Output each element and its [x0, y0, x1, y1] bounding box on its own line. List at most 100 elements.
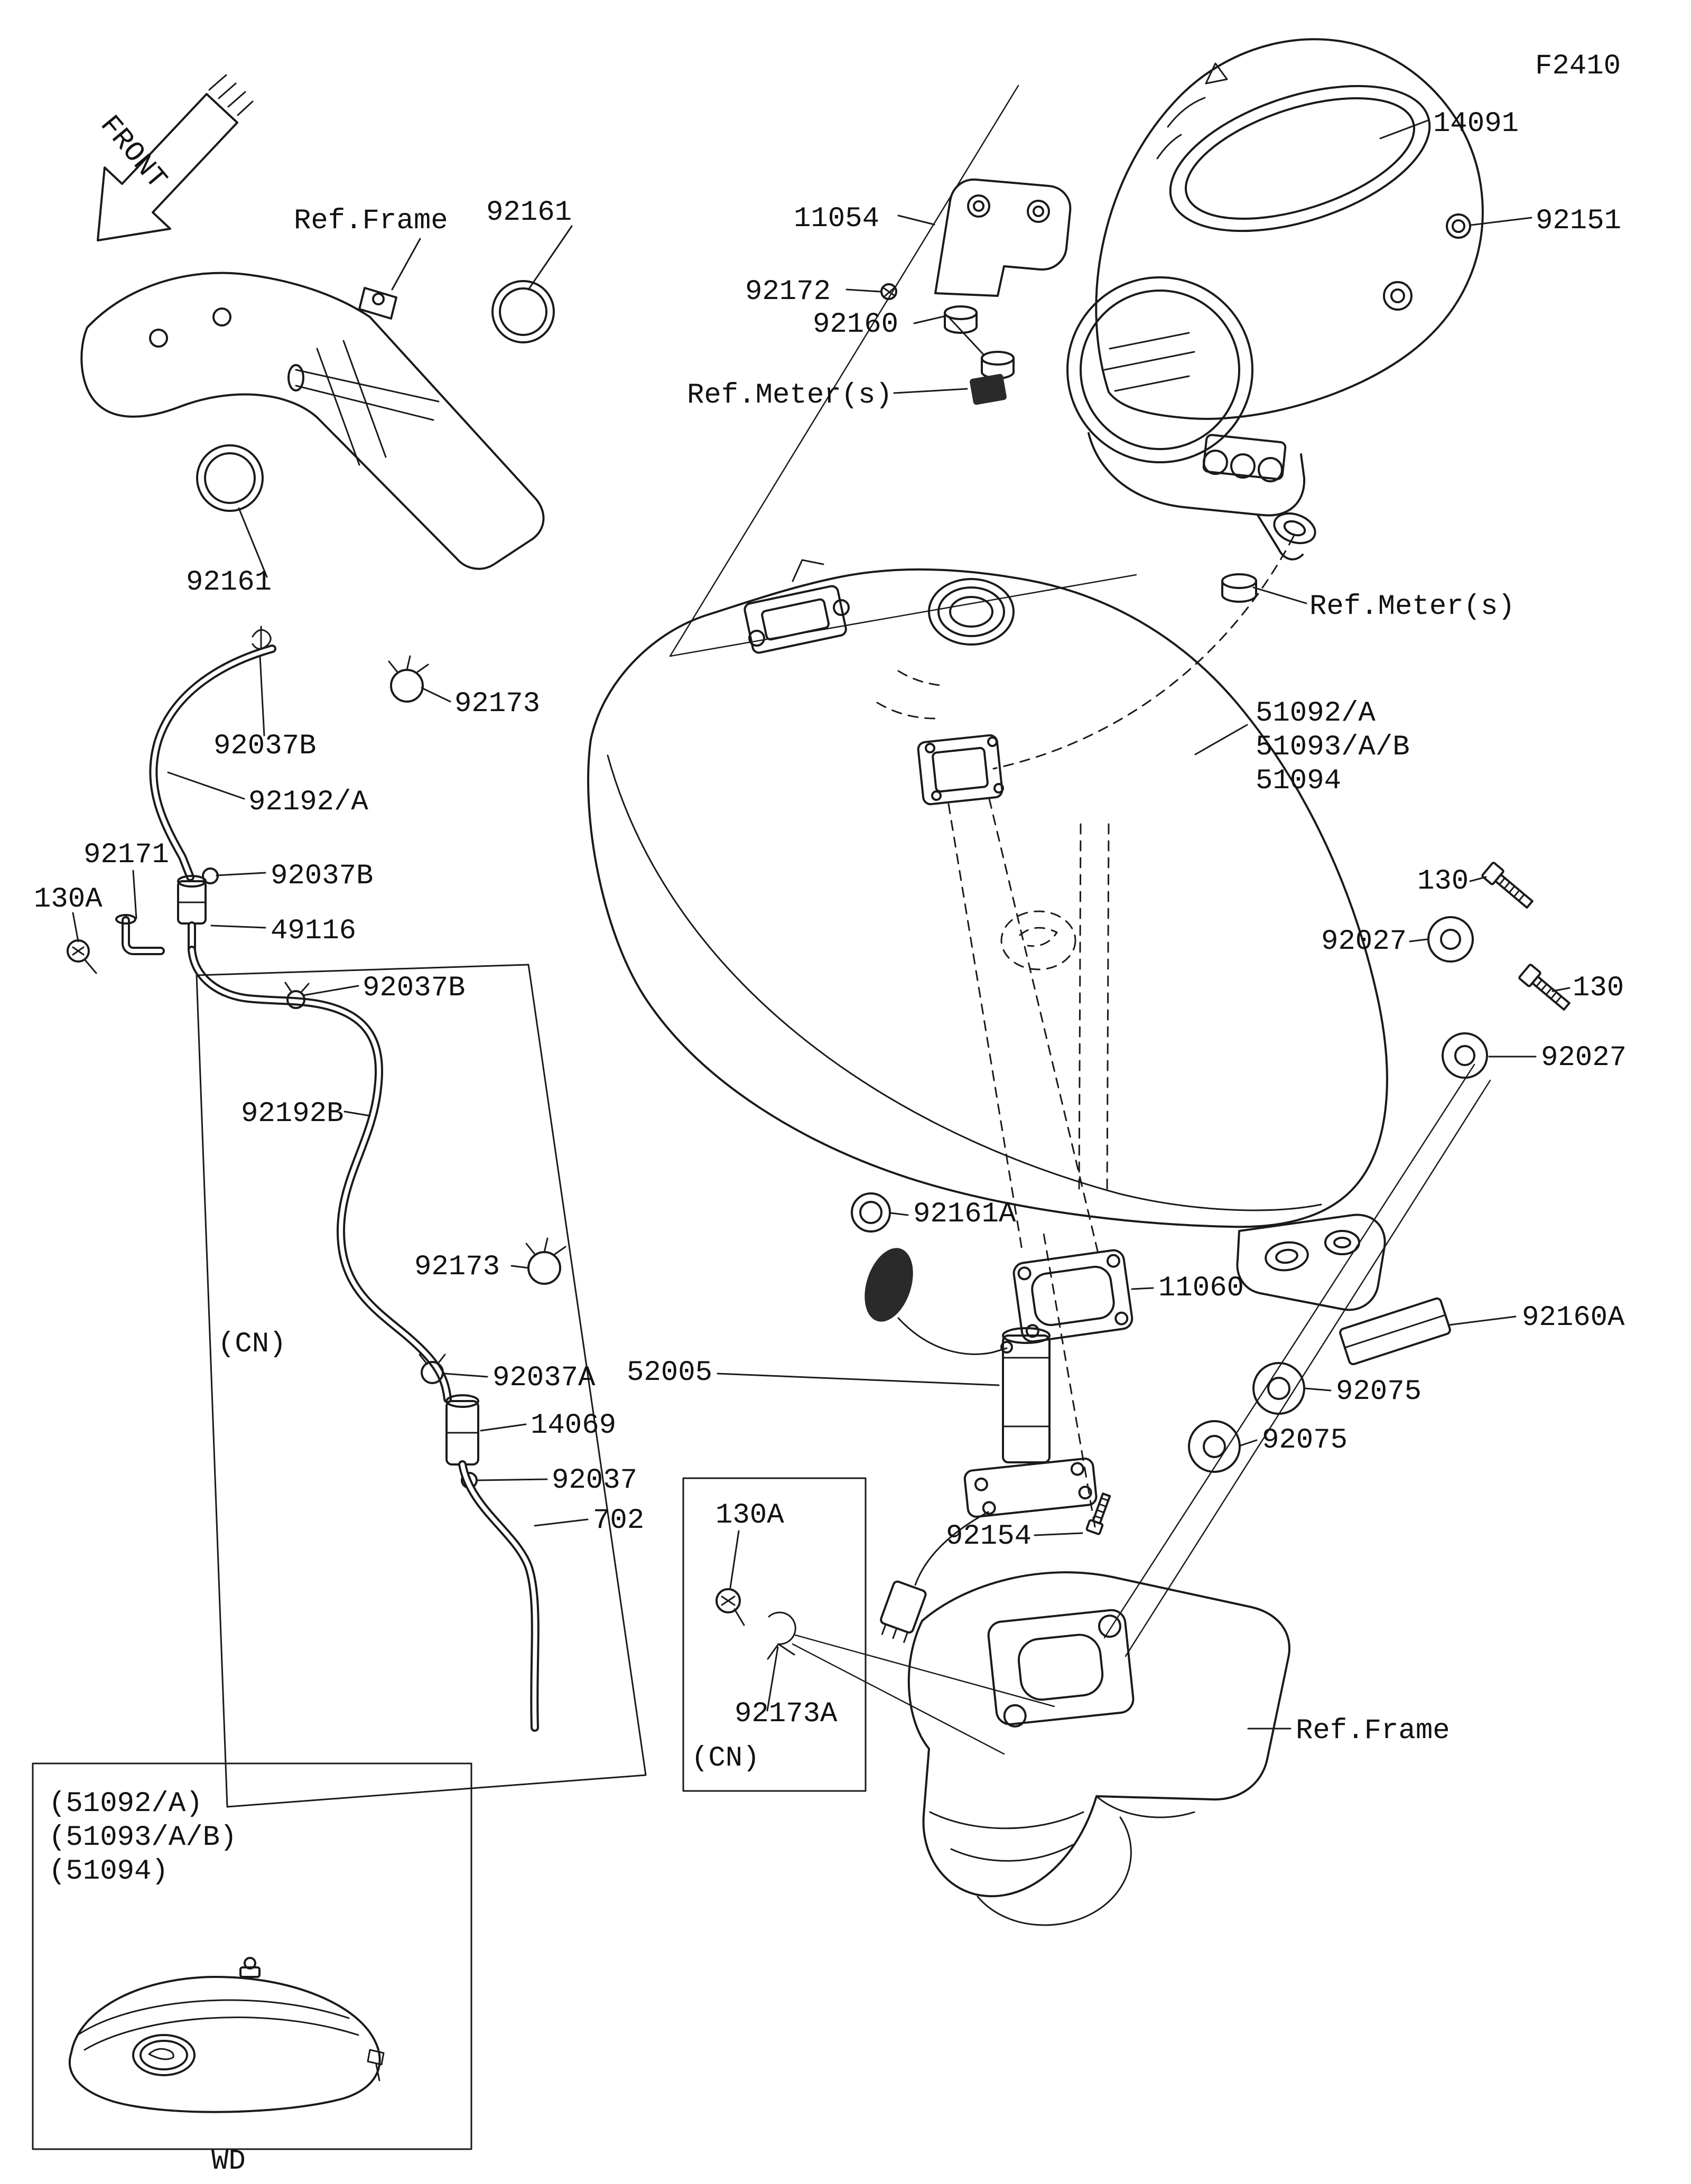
part-label-92151-1: 92151	[1536, 205, 1621, 237]
part-label-51093ab-11: 51093/A/B	[1256, 731, 1410, 763]
part-label-92154-38: 92154	[946, 1520, 1032, 1553]
grommet-ref-meter	[1221, 573, 1257, 603]
grommets-92160	[944, 305, 1015, 379]
clamp-92173A	[767, 1611, 796, 1660]
part-label-92161-8: 92161	[186, 566, 272, 599]
meter-damper-pad	[970, 374, 1007, 405]
fuel-tank	[587, 559, 1388, 1311]
part-label-92160-4: 92160	[813, 309, 898, 341]
fuel-pump-assembly	[851, 798, 1133, 1643]
clamp-92037B-mid	[202, 867, 219, 884]
part-label-92037-30: 92037	[552, 1464, 637, 1497]
part-label-52005-34: 52005	[627, 1357, 712, 1389]
leader-lines	[72, 119, 1571, 1730]
part-label-14091-0: 14091	[1433, 108, 1519, 140]
meter-assembly	[1066, 276, 1316, 561]
cn-region-box-left	[196, 964, 647, 1808]
part-label-51093ab-44: (51093/A/B)	[49, 1822, 237, 1854]
damper-92160A	[1339, 1297, 1451, 1366]
part-label-92173a-40: 92173A	[735, 1698, 838, 1730]
part-label-92161a-32: 92161A	[913, 1198, 1016, 1230]
tank-rear-bracket	[1236, 1214, 1386, 1311]
grommet-92075-lower	[1188, 1420, 1241, 1473]
page-code: F2410	[1535, 50, 1621, 82]
hose-assembly-left	[67, 626, 566, 1732]
knob-92161-bottom	[196, 444, 264, 512]
bolt-130-lower	[1518, 964, 1571, 1011]
grommet-92027-upper	[1427, 916, 1474, 963]
meter-bracket-11054	[934, 178, 1072, 297]
part-label-92160a-35: 92160A	[1522, 1302, 1625, 1334]
screw-130A-left	[67, 939, 97, 974]
screw-92172	[880, 283, 897, 300]
filter-14069	[445, 1394, 479, 1466]
part-label-refmeters-9: Ref.Meter(s)	[1309, 591, 1515, 623]
part-label-92171-16: 92171	[83, 839, 169, 871]
cn-region-box-bottom	[682, 1477, 1055, 1792]
grommet-92027-lower	[1442, 1032, 1488, 1079]
part-label-11054-2: 11054	[794, 203, 879, 235]
part-label-92172-3: 92172	[745, 276, 831, 308]
pump-connector	[880, 1580, 927, 1643]
screw-92154	[1085, 1492, 1111, 1535]
part-label-cn-41: (CN)	[691, 1742, 760, 1775]
part-label-refmeters-5: Ref.Meter(s)	[687, 379, 893, 412]
gasket-11060	[1012, 1249, 1133, 1343]
part-label-92037b-14: 92037B	[213, 730, 316, 762]
part-label-702-31: 702	[593, 1505, 644, 1537]
meter-cover-14091	[1095, 38, 1484, 420]
part-label-92161-7: 92161	[486, 197, 572, 229]
hose-92192A	[149, 645, 276, 881]
inset-tank-drawing	[68, 1957, 385, 2113]
part-label-51092a-10: 51092/A	[1256, 697, 1376, 730]
spring-clamp-92173-lower	[525, 1237, 566, 1285]
part-label-11060-33: 11060	[1158, 1272, 1244, 1304]
console-mount-plate	[917, 734, 1004, 806]
part-label-51092a-43: (51092/A)	[49, 1788, 203, 1820]
grommet-92075-upper	[1252, 1362, 1305, 1415]
bolt-130-upper	[1481, 862, 1534, 909]
part-label-51094-45: (51094)	[49, 1855, 169, 1888]
part-label-130-21: 130	[1417, 865, 1469, 898]
bolt-92151	[1446, 213, 1471, 239]
part-label-92037a-28: 92037A	[493, 1362, 596, 1394]
part-label-92037b-17: 92037B	[271, 860, 373, 892]
part-label-130-23: 130	[1573, 972, 1624, 1004]
footer-code: WD	[211, 2145, 246, 2178]
part-label-92037b-20: 92037B	[363, 972, 465, 1004]
part-label-51094-12: 51094	[1256, 765, 1341, 797]
part-label-92173-13: 92173	[454, 688, 540, 720]
part-label-92192a-15: 92192/A	[248, 786, 368, 818]
part-label-14069-29: 14069	[531, 1410, 616, 1442]
cap-92161A	[851, 1192, 891, 1233]
pump-52005	[880, 1327, 1098, 1643]
front-frame-section	[80, 272, 555, 570]
part-label-92027-22: 92027	[1321, 926, 1407, 958]
part-label-92027-24: 92027	[1541, 1042, 1627, 1074]
part-label-92173-26: 92173	[414, 1251, 500, 1283]
filler-bracket	[744, 559, 850, 654]
spring-clamp-92173-upper	[388, 655, 429, 703]
front-direction-arrow	[97, 74, 254, 241]
part-label-92075-37: 92075	[1262, 1424, 1348, 1457]
elbow-92171	[115, 914, 165, 955]
right-hardware	[1103, 862, 1571, 1657]
part-label-92192b-25: 92192B	[241, 1098, 343, 1130]
part-label-cn-27: (CN)	[218, 1328, 286, 1360]
projection-lines	[669, 85, 1295, 770]
part-label-130a-39: 130A	[716, 1499, 784, 1532]
clamp-92037B-lower	[284, 982, 310, 1009]
screw-130A-bottom	[716, 1588, 745, 1626]
fuel-cap	[928, 578, 1015, 646]
part-label-refframe-42: Ref.Frame	[1296, 1715, 1450, 1747]
fuel-level-float	[865, 1248, 913, 1322]
valve-49116	[177, 875, 207, 954]
variant-inset	[32, 1762, 472, 2150]
knob-92161-top	[491, 280, 555, 343]
part-label-92075-36: 92075	[1336, 1376, 1421, 1408]
rear-frame-section	[907, 1571, 1290, 1926]
part-label-49116-19: 49116	[271, 915, 356, 947]
